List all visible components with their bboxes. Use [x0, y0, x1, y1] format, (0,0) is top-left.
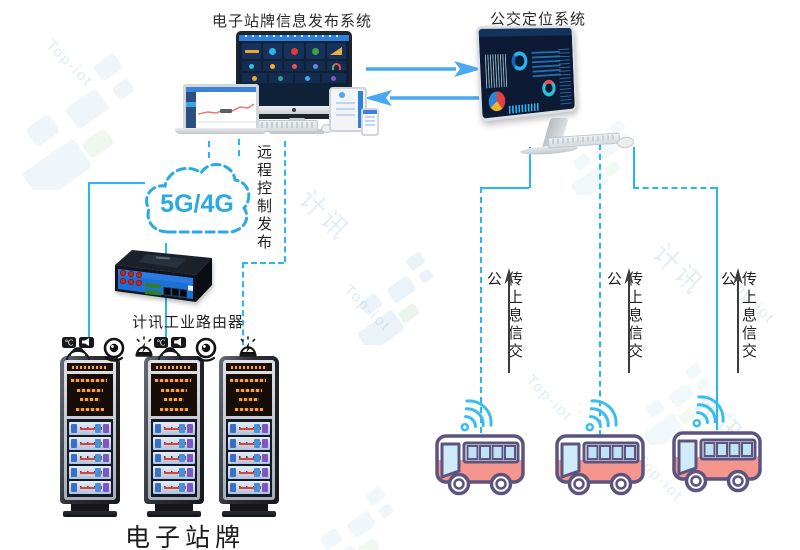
cloud-label: 5G/4G: [160, 190, 234, 218]
sign-led-header: [151, 363, 197, 371]
connector-line: [716, 187, 718, 430]
bus-upload-label: 传上息信交公: [605, 271, 643, 361]
sign-led-header: [226, 363, 272, 371]
route-row: [228, 422, 270, 435]
route-row: [69, 422, 111, 435]
connector-line: [480, 187, 529, 189]
temp-sensor-icon: [153, 336, 187, 362]
connector-line: [242, 262, 284, 264]
electronic-stop-sign: [214, 356, 284, 517]
apple-logo-dot: [292, 108, 296, 112]
sign-led-panel: [67, 374, 113, 416]
left-system-title: 电子站牌信息发布系统: [212, 13, 373, 30]
route-row: [69, 466, 111, 480]
route-row: [69, 451, 111, 465]
smartphone: [361, 108, 379, 136]
upload-arrow: [504, 268, 514, 373]
route-row: [69, 481, 111, 494]
connector-line: [88, 182, 145, 184]
electronic-stop-sign: [139, 356, 209, 517]
data-flow-arrows: [364, 61, 490, 106]
route-row: [153, 436, 195, 450]
alarm-light-icon: [239, 336, 257, 360]
right-system-title: 公交定位系统: [489, 11, 586, 28]
route-row: [153, 466, 195, 480]
connector-line: [633, 187, 716, 189]
connector-line: [208, 141, 210, 158]
alarm-light-icon: [135, 336, 153, 360]
sign-led-panel: [226, 374, 272, 416]
upload-arrow: [733, 268, 743, 373]
route-row: [228, 451, 270, 465]
signs-caption: 电子站牌: [124, 524, 245, 550]
laptop: [175, 84, 267, 134]
camera-icon: [194, 337, 218, 363]
route-row: [228, 436, 270, 450]
bus-icon: [554, 433, 646, 497]
temp-sensor-icon: [61, 336, 95, 362]
keyboard: [252, 120, 318, 132]
connector-line: [529, 147, 531, 188]
connector-line: [242, 262, 244, 345]
electronic-stop-sign: [55, 356, 125, 517]
bus-icon: [434, 433, 526, 497]
route-row: [228, 481, 270, 494]
analytics-screen: [475, 25, 577, 122]
connector-line: [238, 139, 240, 156]
sign-route-list: [67, 419, 113, 497]
connector-line: [284, 141, 286, 262]
watermark-text: Top-iot: [522, 371, 577, 426]
bus-positioning-computer: [468, 20, 648, 157]
route-row: [69, 436, 111, 450]
connector-line: [480, 187, 482, 433]
sign-led-panel: [151, 374, 197, 416]
route-row: [153, 481, 195, 494]
sign-route-list: [226, 419, 272, 497]
route-row: [153, 451, 195, 465]
bus-upload-label: 传上息信交公: [485, 271, 523, 361]
bus-icon: [671, 430, 763, 494]
brand-logo-watermark: [285, 450, 435, 550]
connector-line: [88, 182, 90, 345]
connector-line: [633, 147, 635, 188]
watermark-cjk: 计讯: [647, 237, 711, 302]
dashboard-screen: [239, 34, 349, 106]
connector-line: [599, 144, 601, 436]
bus-upload-label: 传上息信交公: [719, 271, 757, 361]
remote-publish-label: 远程控制发布: [255, 144, 272, 252]
camera-icon: [102, 337, 126, 363]
upload-arrow: [624, 268, 634, 373]
sign-led-header: [67, 363, 113, 371]
route-row: [153, 422, 195, 435]
desktop-monitor: [236, 31, 352, 119]
industrial-router: [115, 250, 212, 302]
cellular-cloud: 5G/4G: [145, 163, 251, 234]
sign-route-list: [151, 419, 197, 497]
router-label: 计讯工业路由器: [131, 314, 244, 331]
route-row: [228, 466, 270, 480]
